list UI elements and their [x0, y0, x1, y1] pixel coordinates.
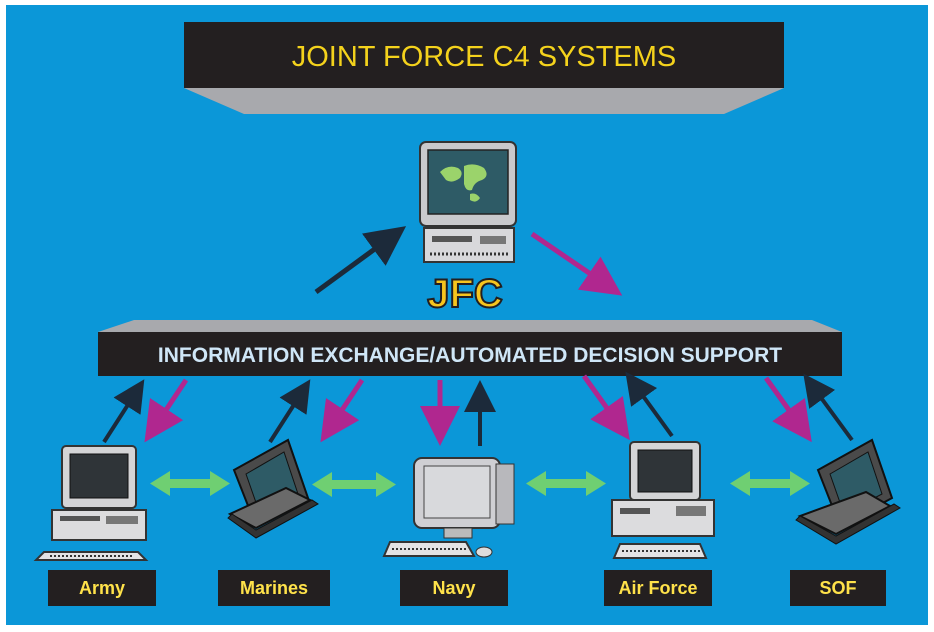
node-label-sof: SOF — [790, 570, 886, 606]
node-label-navy-text: Navy — [432, 578, 475, 598]
sof-laptop-icon — [795, 438, 901, 545]
link-navy-air-force — [526, 471, 606, 496]
node-label-army: Army — [48, 570, 156, 606]
navy-desktop-icon — [382, 457, 515, 558]
arrow-up-marines — [268, 379, 311, 444]
bar-bevel — [98, 320, 842, 332]
bar-box — [98, 332, 842, 376]
arrow-down-air-force — [581, 374, 630, 441]
peer-links — [150, 471, 810, 497]
title-banner-shadow — [184, 88, 784, 114]
node-label-marines-text: Marines — [240, 578, 308, 598]
arrow-down-from-jfc — [530, 231, 623, 296]
information-exchange-bar: INFORMATION EXCHANGE/AUTOMATED DECISION … — [98, 320, 842, 376]
link-army-marines — [150, 471, 230, 496]
hub-label-jfc: JFC — [427, 272, 503, 316]
node-label-air-force: Air Force — [604, 570, 712, 606]
link-marines-navy — [312, 472, 396, 497]
arrow-down-marines — [320, 378, 365, 443]
vertical-arrows — [102, 371, 854, 446]
node-label-army-text: Army — [79, 578, 125, 598]
title-banner: JOINT FORCE C4 SYSTEMS — [184, 22, 784, 114]
node-label-sof-text: SOF — [819, 578, 856, 598]
link-air-force-sof — [730, 471, 810, 496]
node-label-navy: Navy — [400, 570, 508, 606]
arrow-up-army — [102, 379, 145, 444]
page-title: JOINT FORCE C4 SYSTEMS — [292, 41, 677, 73]
node-label-air-force-text: Air Force — [618, 578, 697, 598]
air-force-desktop-icon — [611, 441, 715, 559]
arrow-down-army — [144, 378, 189, 443]
bar-label: INFORMATION EXCHANGE/AUTOMATED DECISION … — [158, 344, 782, 367]
army-desktop-icon — [33, 445, 149, 561]
node-label-marines: Marines — [218, 570, 330, 606]
marines-laptop-icon — [227, 438, 319, 539]
arrow-up-sof — [803, 373, 854, 442]
arrow-up-to-jfc — [314, 226, 407, 295]
jfc-workstation-icon — [419, 141, 517, 263]
arrow-up-air-force — [625, 371, 674, 438]
arrow-down-sof — [763, 376, 812, 443]
title-banner-box — [184, 22, 784, 88]
